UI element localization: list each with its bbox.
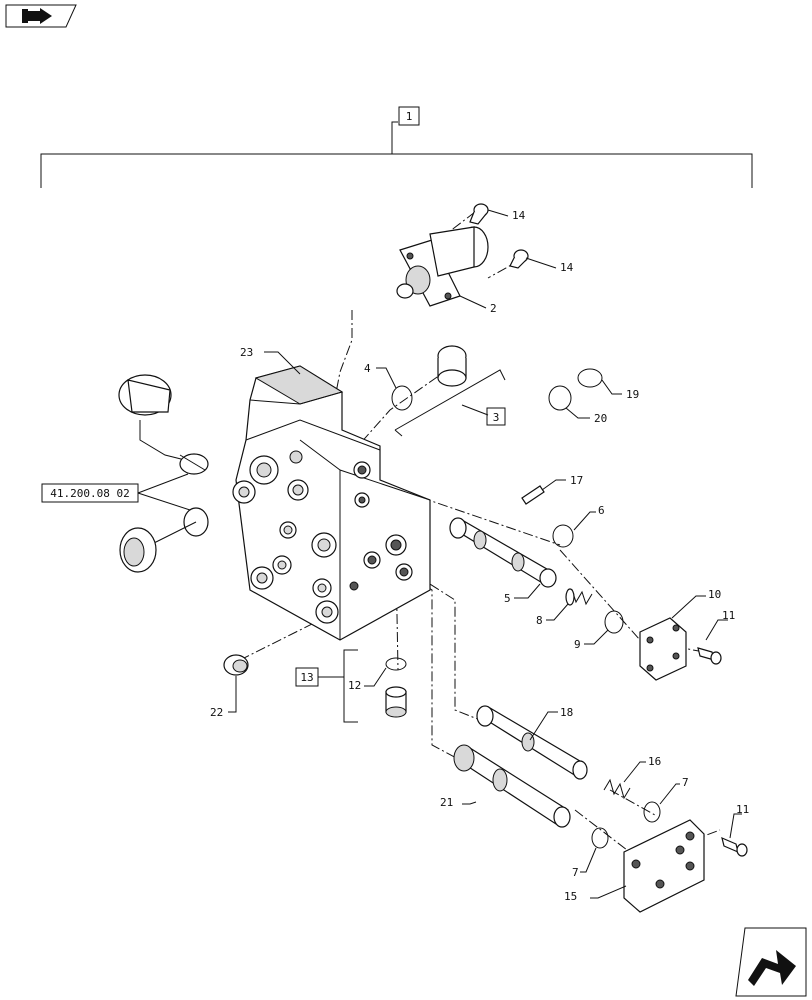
label-12: 12 bbox=[348, 679, 361, 692]
plug-part bbox=[391, 345, 467, 411]
o-ring-6 bbox=[552, 524, 574, 548]
assembly-bracket: 1 bbox=[40, 106, 753, 188]
screw-11a bbox=[697, 647, 722, 665]
item-13-bracket: 13 bbox=[295, 649, 358, 723]
assembly-label-box bbox=[398, 106, 420, 126]
cover-plate-15 bbox=[623, 819, 705, 913]
connector-ref-label: 41.200.08 02 bbox=[50, 487, 129, 500]
connector-ref-callout: 41.200.08 02 bbox=[41, 473, 191, 511]
spring-8 bbox=[565, 588, 593, 606]
label-7a: 7 bbox=[682, 776, 689, 789]
label-19: 19 bbox=[626, 388, 639, 401]
screw-14b bbox=[509, 249, 529, 269]
label-16: 16 bbox=[648, 755, 661, 768]
item-3-bracket: 3 bbox=[394, 369, 506, 437]
o-ring-7a bbox=[643, 801, 661, 823]
plug-22 bbox=[223, 654, 249, 676]
label-5: 5 bbox=[504, 592, 511, 605]
label-6: 6 bbox=[598, 504, 605, 517]
screw-11b bbox=[721, 836, 748, 857]
back-arrow-icon bbox=[22, 8, 52, 24]
o-ring-9 bbox=[604, 610, 624, 634]
solenoid-part bbox=[396, 226, 489, 307]
label-11b: 11 bbox=[736, 803, 749, 816]
callouts: 14 14 2 23 4 19 20 17 6 5 8 9 10 11 12 2… bbox=[210, 209, 749, 903]
next-nav-button[interactable] bbox=[735, 927, 807, 997]
label-3: 3 bbox=[493, 411, 500, 424]
screw-14a bbox=[469, 203, 489, 225]
spool-21 bbox=[453, 744, 571, 828]
label-20: 20 bbox=[594, 412, 607, 425]
plug-12 bbox=[385, 657, 407, 718]
label-7b: 7 bbox=[572, 866, 579, 879]
label-14b: 14 bbox=[560, 261, 574, 274]
spool-18 bbox=[476, 705, 588, 780]
next-arrow-icon bbox=[748, 950, 796, 986]
label-2: 2 bbox=[490, 302, 497, 315]
label-8: 8 bbox=[536, 614, 543, 627]
label-13: 13 bbox=[300, 671, 313, 684]
spool-5 bbox=[449, 517, 557, 588]
label-17: 17 bbox=[570, 474, 583, 487]
o-rings-19-20 bbox=[548, 368, 603, 411]
pin-17 bbox=[521, 485, 545, 505]
spring-16 bbox=[603, 778, 631, 800]
label-4: 4 bbox=[364, 362, 371, 375]
cover-plate-10 bbox=[639, 617, 687, 681]
assembly-label: 1 bbox=[406, 110, 413, 123]
connector-part bbox=[118, 374, 209, 573]
label-21: 21 bbox=[440, 796, 453, 809]
label-18: 18 bbox=[560, 706, 573, 719]
label-11a: 11 bbox=[722, 609, 735, 622]
label-23: 23 bbox=[240, 346, 253, 359]
label-15: 15 bbox=[564, 890, 577, 903]
label-9: 9 bbox=[574, 638, 581, 651]
label-14a: 14 bbox=[512, 209, 526, 222]
label-10: 10 bbox=[708, 588, 721, 601]
label-22: 22 bbox=[210, 706, 223, 719]
back-nav-button[interactable] bbox=[5, 4, 77, 28]
valve-body-part bbox=[232, 365, 431, 641]
o-ring-7b bbox=[591, 827, 609, 849]
